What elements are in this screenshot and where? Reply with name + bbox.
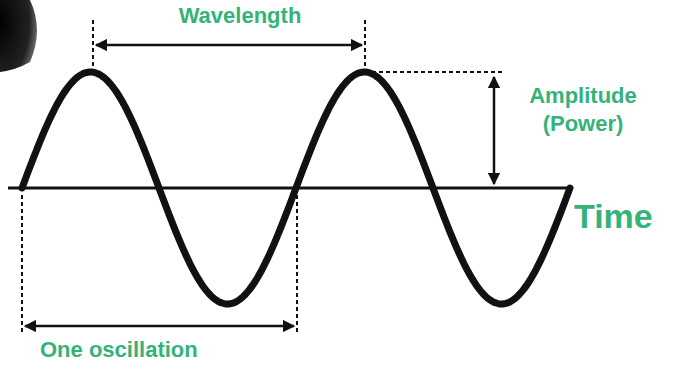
dashed-guide [92, 20, 94, 68]
dashed-guide [364, 20, 366, 68]
amplitude-label: Amplitude (Power) [508, 82, 658, 137]
oscillation-label: One oscillation [40, 336, 260, 364]
amplitude-arrow [493, 77, 496, 184]
axis-label: Time [574, 195, 670, 238]
corner-artifact [0, 0, 37, 72]
wavelength-arrow [96, 44, 362, 47]
dashed-guide [296, 195, 298, 334]
dashed-guide [372, 71, 502, 73]
sine-wave [22, 72, 570, 304]
time-axis [8, 187, 568, 190]
oscillation-arrow [25, 325, 294, 328]
wavelength-label: Wavelength [170, 2, 310, 30]
dashed-guide [21, 195, 23, 334]
